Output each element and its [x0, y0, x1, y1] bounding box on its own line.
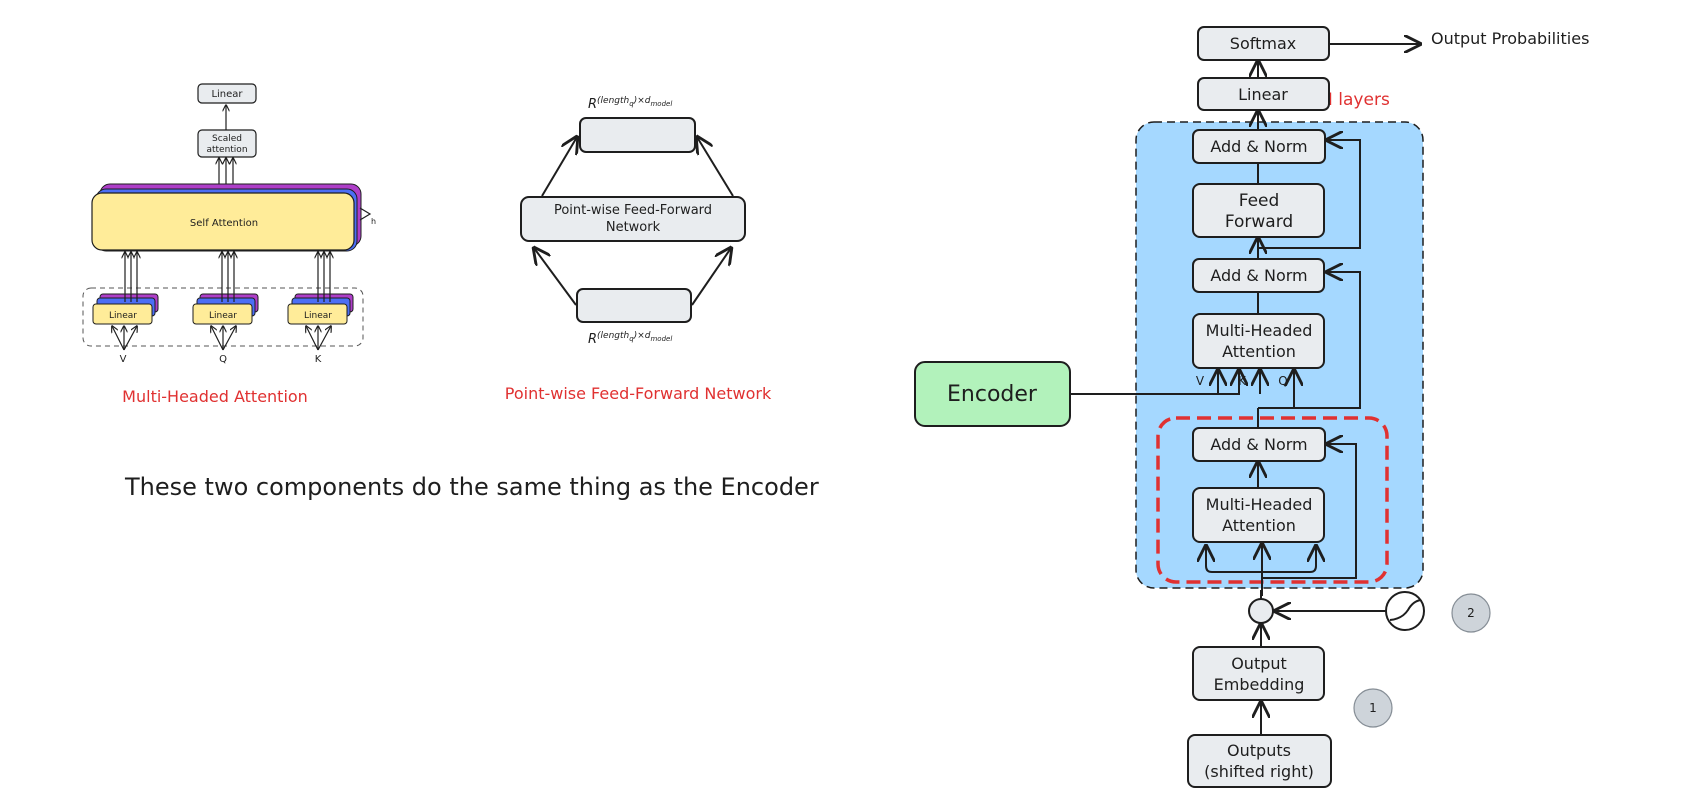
note-text: These two components do the same thing a…	[124, 473, 819, 501]
self-attention-box	[91, 192, 355, 251]
linear-v-label: Linear	[109, 311, 137, 321]
mha-input-v: V	[120, 354, 127, 365]
linear-k-label: Linear	[304, 311, 332, 321]
linear-stack-q: Linear	[192, 293, 259, 325]
linear-stack-k: Linear	[287, 293, 354, 325]
mha-scaled-label-1: Scaled	[212, 134, 242, 144]
encoder-label: Encoder	[947, 382, 1038, 407]
masked-attention-label-1: Multi-Headed	[1206, 495, 1313, 514]
n-layers-label: N layers	[1320, 90, 1390, 110]
add-norm-bottom-label: Add & Norm	[1210, 435, 1307, 454]
decoder-linear-label: Linear	[1238, 85, 1288, 104]
cross-attention-label-2: Attention	[1222, 342, 1296, 361]
add-norm-mid-box	[1192, 258, 1325, 293]
linear-q-label: Linear	[209, 311, 237, 321]
cross-attention-box	[1192, 313, 1325, 369]
feed-forward-label-2: Forward	[1225, 212, 1293, 232]
linear-stack-v: Linear	[92, 293, 159, 325]
mha-caption: Multi-Headed Attention	[122, 387, 308, 406]
badge-2	[1451, 593, 1491, 633]
mha-input-k: K	[315, 354, 322, 365]
ffn-top-dimension: R(lengthq)×dmodel	[588, 96, 672, 112]
ffn-bottom-dimension: R(lengthq)×dmodel	[588, 331, 672, 347]
add-norm-top-box	[1192, 129, 1326, 164]
pointwise-ffn-figure: R(lengthq)×dmodel Point-wise Feed-Forwar…	[505, 96, 772, 403]
masked-attention-label-2: Attention	[1222, 516, 1296, 535]
outputs-label-1: Outputs	[1227, 741, 1291, 760]
positional-add-node	[1248, 598, 1274, 624]
ffn-top-box	[579, 117, 696, 153]
add-norm-mid-label: Add & Norm	[1210, 266, 1307, 285]
positional-encoding-icon	[1385, 591, 1425, 631]
output-embedding-box	[1192, 646, 1325, 701]
mha-input-q: Q	[219, 354, 227, 365]
ffn-middle-label-1: Point-wise Feed-Forward	[554, 203, 712, 218]
mha-linear-top-box	[197, 83, 257, 104]
output-embedding-label-2: Embedding	[1214, 675, 1305, 694]
decoder-figure: N layers Softmax Output Probabilities Li…	[914, 26, 1589, 788]
cross-input-v: V	[1196, 374, 1205, 388]
cross-input-q: Q	[1278, 374, 1287, 388]
ffn-caption: Point-wise Feed-Forward Network	[505, 384, 772, 403]
mha-scaled-label-2: attention	[206, 145, 247, 155]
h-label: h	[371, 217, 376, 226]
multi-headed-attention-figure: Linear Scaled attention Self Attention h…	[82, 83, 376, 406]
outputs-box	[1187, 734, 1332, 788]
ffn-middle-label-2: Network	[606, 220, 661, 235]
encoder-box	[914, 361, 1071, 427]
output-probabilities-label: Output Probabilities	[1431, 29, 1589, 48]
ffn-middle-box	[520, 196, 746, 242]
add-norm-top-label: Add & Norm	[1210, 137, 1307, 156]
self-attention-label: Self Attention	[190, 218, 258, 229]
masked-attention-box	[1192, 487, 1325, 543]
badge-1-label: 1	[1369, 701, 1377, 715]
masked-attention-highlight	[1156, 416, 1389, 584]
mha-scaled-attention-box	[197, 129, 257, 158]
badge-2-label: 2	[1467, 606, 1475, 620]
badge-1	[1353, 688, 1393, 728]
mha-linear-top-label: Linear	[211, 89, 243, 100]
output-embedding-label-1: Output	[1231, 654, 1287, 673]
cross-attention-label-1: Multi-Headed	[1206, 321, 1313, 340]
outputs-label-2: (shifted right)	[1204, 762, 1314, 781]
feed-forward-label-1: Feed	[1239, 191, 1280, 211]
ffn-bottom-box	[576, 288, 692, 323]
softmax-label: Softmax	[1230, 34, 1296, 53]
